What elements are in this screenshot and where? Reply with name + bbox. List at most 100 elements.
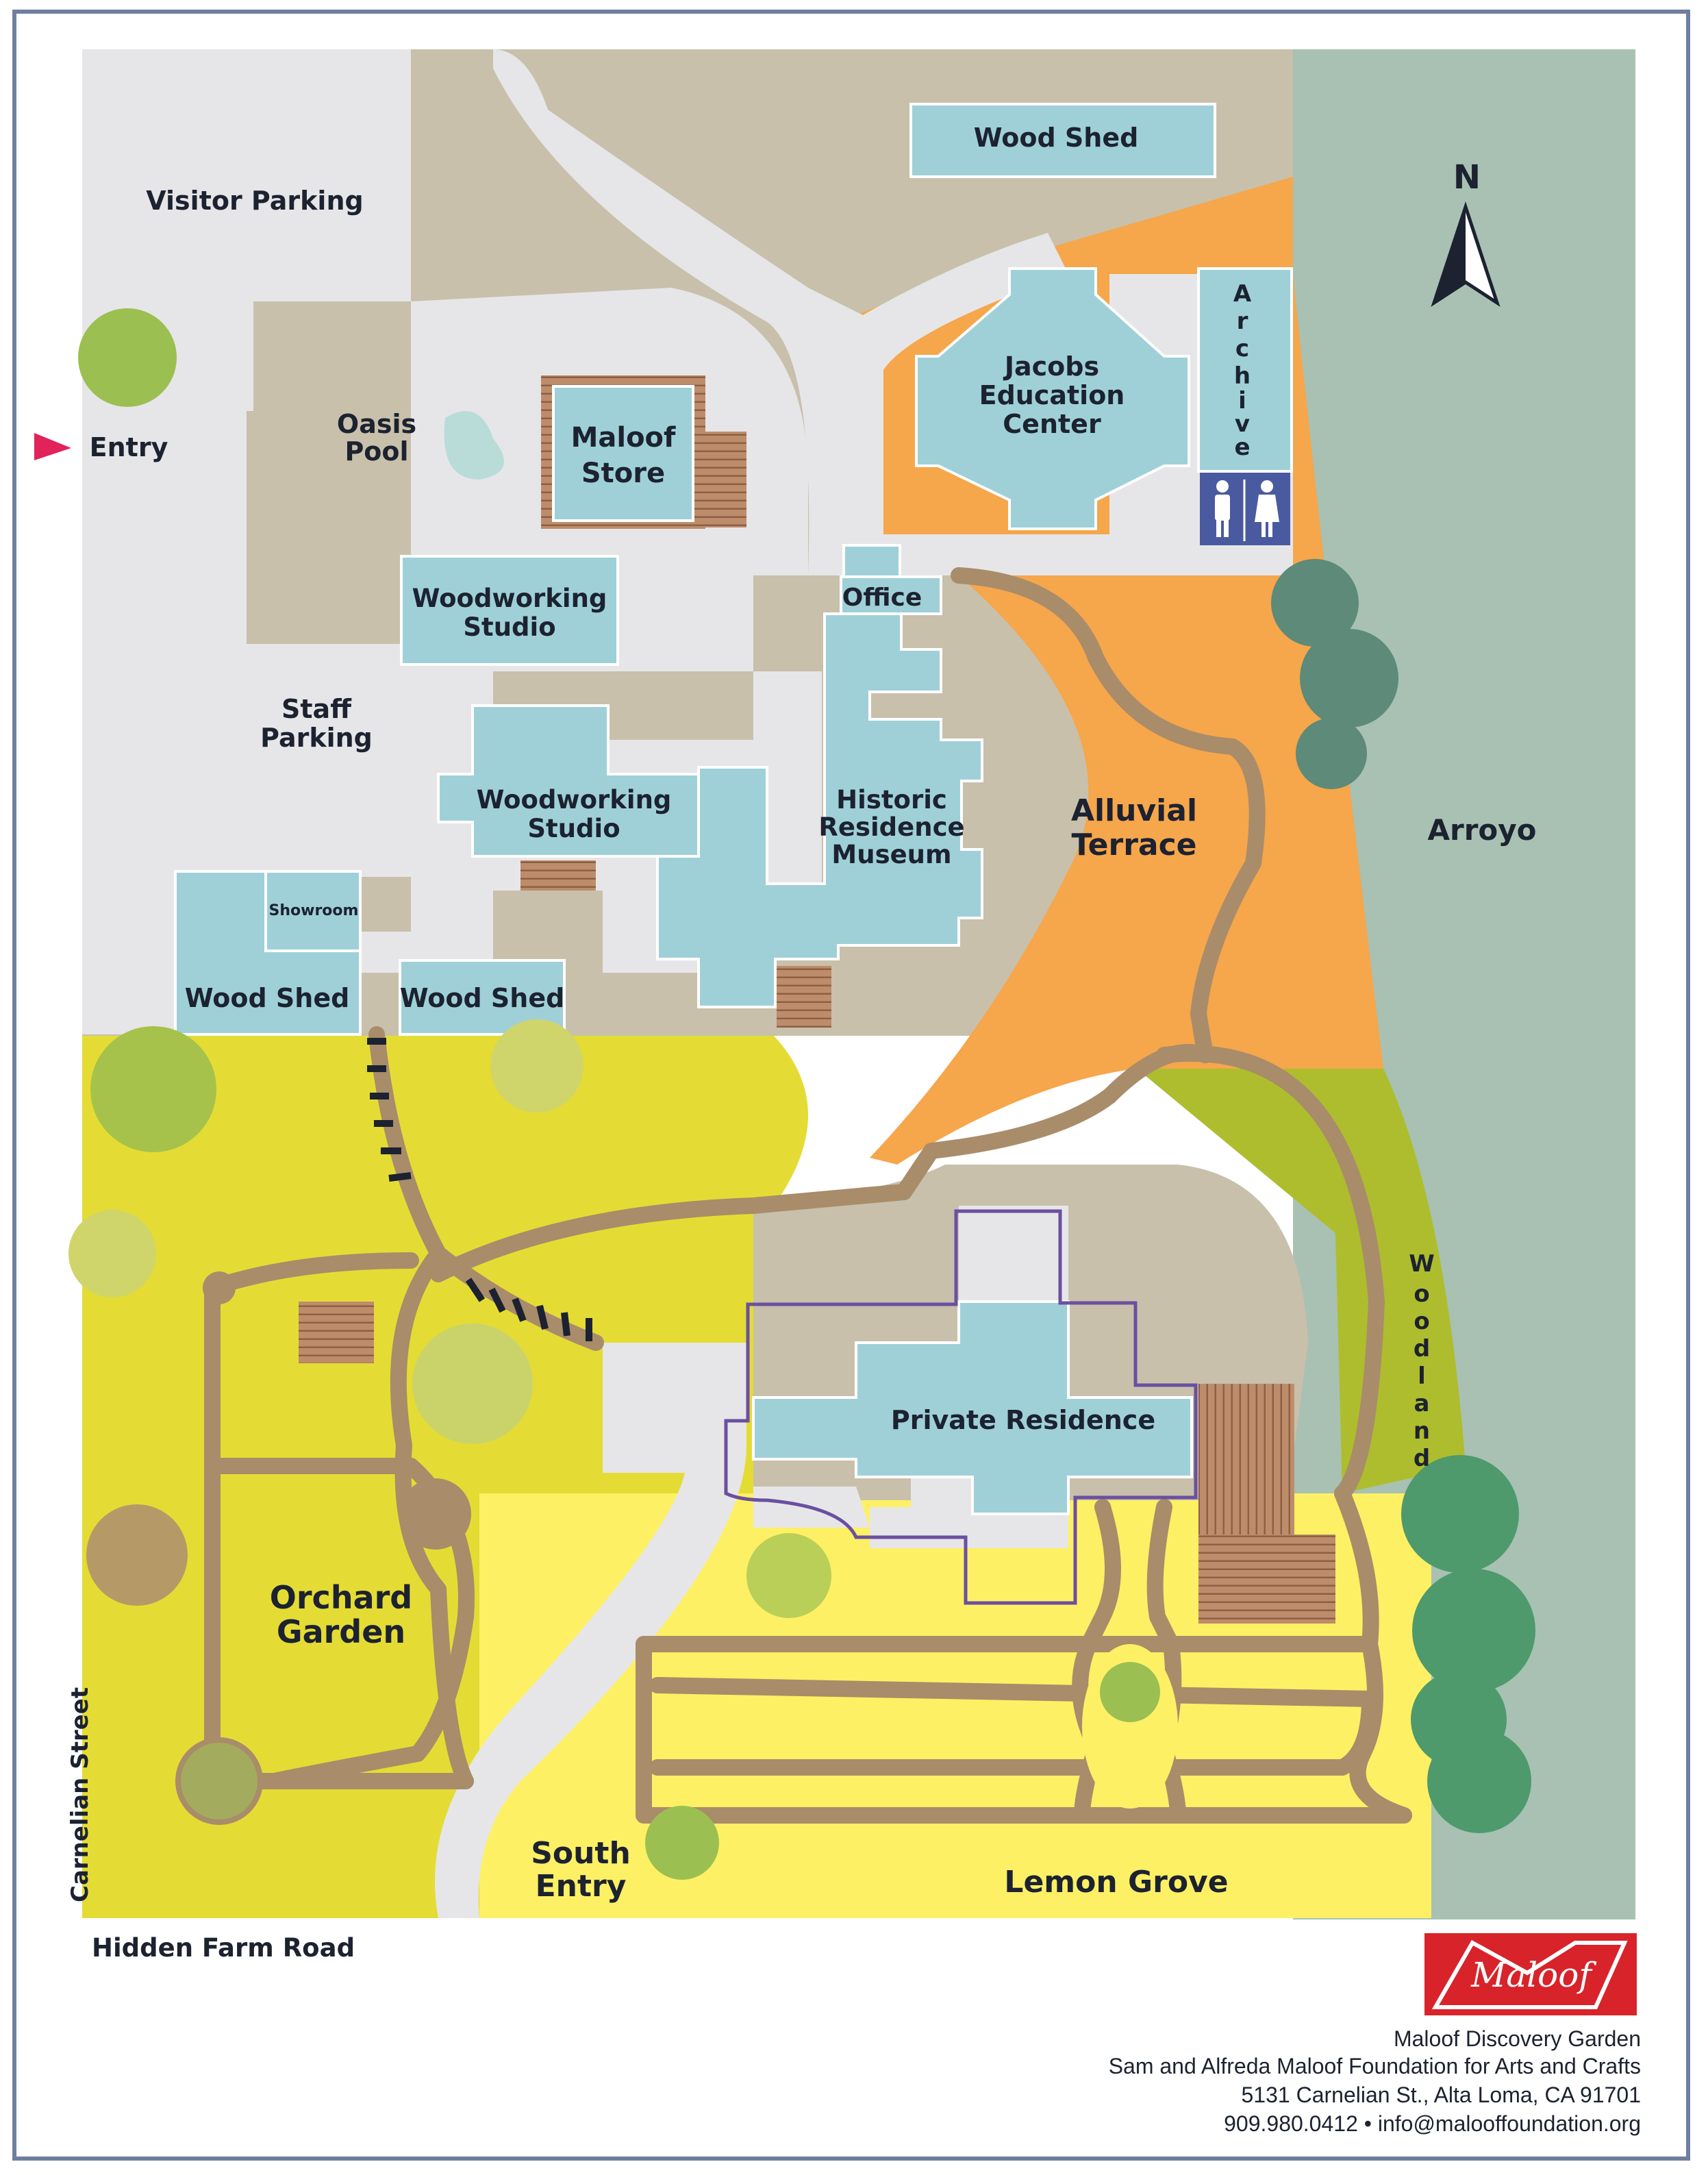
- woodworking-2-label: Woodworking: [477, 785, 672, 815]
- studio-1-label: Studio: [463, 612, 555, 642]
- archive-letter: h: [1234, 362, 1251, 390]
- wood-shed-top: [909, 103, 1216, 178]
- private-residence: [752, 1300, 1193, 1515]
- tree-icon: [68, 1210, 156, 1297]
- woodland-letter: d: [1414, 1335, 1430, 1363]
- compass-north-icon: N: [1431, 158, 1500, 307]
- tree-icon: [181, 1743, 258, 1819]
- orchard-deck: [299, 1302, 374, 1363]
- education-label: Education: [979, 380, 1125, 410]
- office-label: Office: [842, 584, 922, 612]
- jacobs-label: Jacobs: [1003, 351, 1099, 382]
- jacobs-education-center: [915, 267, 1190, 530]
- parking-label: Parking: [260, 723, 373, 753]
- residence-label: Residence: [818, 812, 964, 842]
- woodland-area: [1137, 1069, 1466, 1493]
- woodland-letter: o: [1414, 1280, 1429, 1308]
- footer-line-1: Maloof Discovery Garden: [1393, 2026, 1641, 2051]
- woodworking-studio-1: [400, 555, 619, 666]
- tree-icon: [1296, 718, 1367, 789]
- visitor-parking-label: Visitor Parking: [146, 186, 363, 216]
- woodworking-studio-2: [437, 704, 700, 858]
- archive-letter: c: [1235, 335, 1249, 362]
- woodland-letter: o: [1414, 1308, 1429, 1335]
- south-entry-label: Entry: [536, 1869, 627, 1904]
- maloof-store: [552, 385, 694, 522]
- trees: [68, 308, 1535, 1880]
- archive: [1197, 267, 1293, 473]
- store-label: Store: [581, 458, 665, 489]
- compass-letter: N: [1453, 158, 1481, 197]
- tree-icon: [490, 1019, 583, 1113]
- studio-2-label: Studio: [527, 814, 620, 843]
- historic-label: Historic: [836, 785, 947, 815]
- deck-small-1: [520, 860, 596, 891]
- archive-letter: e: [1234, 434, 1250, 461]
- showroom-label: Showroom: [269, 902, 359, 919]
- woodworking-1-label: Woodworking: [412, 584, 607, 613]
- store-deck-side: [705, 432, 746, 527]
- tree-icon: [1100, 1662, 1160, 1722]
- entry-label: Entry: [90, 432, 168, 462]
- footer-line-3: 5131 Carnelian St., Alta Loma, CA 91701: [1241, 2083, 1642, 2107]
- wood-shed-left-label: Wood Shed: [185, 983, 350, 1013]
- stairs: [367, 1038, 592, 1341]
- tree-icon: [412, 1323, 533, 1444]
- deck-small-2: [777, 966, 831, 1028]
- oasis-label: Oasis: [337, 409, 416, 439]
- wood-shed-mid-label: Wood Shed: [400, 983, 565, 1013]
- map-frame: [12, 10, 1690, 2161]
- woodland-letter: l: [1418, 1363, 1426, 1390]
- path-node: [203, 1271, 236, 1304]
- maloof-label: Maloof: [571, 422, 676, 453]
- south-label: South: [531, 1836, 631, 1871]
- museum-label: Museum: [831, 840, 951, 869]
- tree-icon: [1271, 559, 1359, 647]
- restroom-figures-icon: [1215, 480, 1279, 541]
- woodland-letter: n: [1414, 1417, 1430, 1445]
- woodland-letter: a: [1414, 1390, 1430, 1417]
- orchard-label: Orchard: [270, 1579, 412, 1616]
- path-roundabout: [400, 1478, 471, 1550]
- residence-deck-2: [1198, 1534, 1335, 1624]
- center-label: Center: [1003, 409, 1101, 439]
- private-residence-outline: [724, 1209, 1198, 1605]
- maloof-logo: Maloof: [1424, 1933, 1637, 2015]
- lemon-grove-label: Lemon Grove: [1004, 1865, 1228, 1900]
- tree-icon: [645, 1806, 719, 1880]
- showroom: [264, 870, 362, 952]
- footer-line-2: Sam and Alfreda Maloof Foundation for Ar…: [1108, 2054, 1641, 2078]
- pool-label: Pool: [344, 436, 408, 467]
- logo-text: Maloof: [1470, 1955, 1596, 1995]
- terrace-label: Terrace: [1071, 828, 1196, 862]
- footer-line-4: 909.980.0412 • info@malooffoundation.org: [1224, 2111, 1641, 2136]
- staff-label: Staff: [281, 694, 352, 724]
- arroyo-label: Arroyo: [1427, 813, 1536, 847]
- private-residence-label: Private Residence: [891, 1405, 1155, 1435]
- archive-letter: A: [1233, 280, 1252, 308]
- street-label-hidden-farm: Hidden Farm Road: [92, 1933, 355, 1963]
- area-labels: Visitor Parking Entry Oasis Pool Maloof …: [90, 123, 1537, 1904]
- archive-letter: r: [1237, 308, 1248, 335]
- buildings: [174, 103, 1293, 1515]
- archive-letter: v: [1235, 410, 1250, 438]
- wood-shed-top-label: Wood Shed: [974, 123, 1139, 153]
- tree-icon: [90, 1026, 216, 1152]
- tree-icon: [1401, 1455, 1519, 1573]
- street-label-carnelian: Carnelian Street: [66, 1687, 94, 1902]
- tree-icon: [86, 1504, 188, 1606]
- tree-icon: [1300, 629, 1398, 728]
- tree-icon: [78, 308, 177, 407]
- entry-arrow-icon: [34, 433, 71, 460]
- woodland-letter: d: [1414, 1445, 1430, 1472]
- archive-letter: i: [1238, 387, 1246, 414]
- tree-icon: [1427, 1729, 1531, 1833]
- woodland-letter: W: [1409, 1250, 1435, 1278]
- tree-icon: [746, 1533, 831, 1618]
- garden-label: Garden: [277, 1613, 405, 1650]
- office: [840, 575, 942, 615]
- alluvial-label: Alluvial: [1071, 793, 1197, 828]
- tree-icon: [1412, 1569, 1535, 1692]
- oasis-pool: [444, 411, 504, 480]
